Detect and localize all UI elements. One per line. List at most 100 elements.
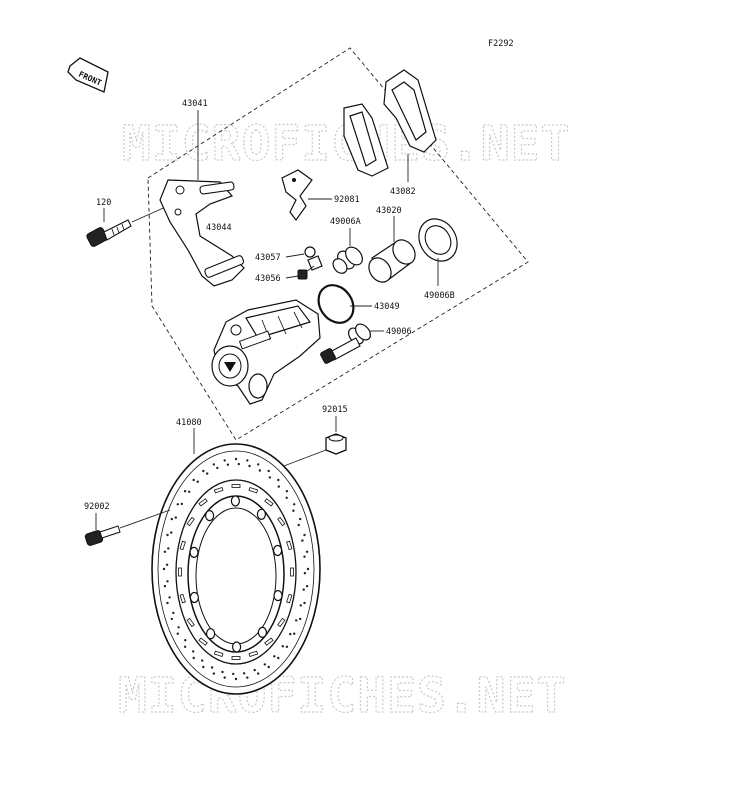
label-92002: 92002 [84, 502, 110, 512]
slide-pin [320, 337, 361, 364]
vent-slot [264, 498, 274, 507]
vent-hole [302, 588, 305, 591]
vent-slot [198, 637, 208, 646]
vent-hole [167, 547, 170, 550]
vent-hole [212, 672, 215, 675]
vent-hole [295, 619, 298, 622]
vent-hole [257, 463, 260, 466]
vent-hole [299, 604, 302, 607]
vent-hole [162, 567, 166, 571]
vent-hole [221, 670, 224, 674]
vent-hole [258, 469, 262, 472]
vent-hole [305, 585, 309, 588]
mount-hole [205, 509, 215, 522]
vent-hole [184, 639, 187, 642]
vent-hole [299, 617, 302, 621]
label-49006: 49006 [386, 327, 412, 337]
vent-hole [192, 656, 195, 660]
boot-49006a [332, 246, 363, 274]
vent-hole [174, 516, 177, 519]
label-43049: 43049 [374, 302, 400, 312]
vent-hole [273, 655, 276, 658]
vent-hole [285, 490, 289, 493]
vent-slot [179, 540, 186, 551]
vent-slot [231, 484, 241, 488]
vent-hole [172, 611, 175, 615]
mount-hole [189, 591, 199, 604]
label-92015: 92015 [322, 405, 348, 415]
vent-slot [231, 656, 241, 660]
vent-hole [305, 550, 309, 553]
vent-hole [196, 480, 199, 483]
label-92081: 92081 [334, 195, 360, 205]
vent-hole [201, 659, 204, 662]
label-43044: 43044 [206, 223, 232, 233]
brake-disc-41080 [151, 443, 321, 695]
vent-hole [234, 457, 238, 461]
vent-hole [176, 632, 179, 635]
vent-hole [277, 656, 280, 660]
vent-hole [257, 672, 260, 675]
front-arrow-icon: FRONT [67, 57, 109, 93]
mount-hole [230, 495, 240, 507]
label-49006b: 49006B [424, 291, 455, 301]
vent-hole [166, 601, 169, 605]
nut-92015-icon [325, 433, 347, 455]
vent-hole [163, 585, 167, 588]
vent-hole [216, 466, 219, 470]
vent-hole [299, 517, 302, 521]
vent-hole [163, 550, 167, 553]
vent-hole [293, 503, 296, 506]
pad-spring-92081 [281, 169, 313, 222]
brake-pads-43082 [343, 69, 437, 177]
vent-hole [303, 601, 306, 605]
vent-hole [166, 580, 169, 583]
mount-hole [256, 508, 266, 520]
bleeder-valve-43056 [297, 265, 315, 280]
vent-hole [285, 645, 289, 648]
vent-slot [198, 498, 208, 507]
vent-hole [176, 503, 179, 506]
vent-hole [188, 490, 191, 493]
vent-hole [297, 523, 300, 527]
vent-hole [301, 539, 304, 542]
label-43057: 43057 [255, 253, 281, 263]
vent-hole [170, 517, 173, 521]
vent-hole [246, 676, 249, 679]
disc-mount-holes [189, 495, 283, 653]
caliper-assembly-boundary [147, 47, 529, 441]
mount-hole [232, 641, 242, 653]
mount-hole [206, 628, 216, 640]
vent-slot [186, 617, 195, 628]
label-43020: 43020 [376, 206, 402, 216]
vent-hole [253, 668, 256, 672]
vent-slot [213, 650, 224, 657]
vent-hole [168, 596, 171, 599]
caliper-bracket-43044 [159, 179, 245, 287]
vent-slot [290, 567, 294, 577]
vent-hole [170, 617, 173, 621]
vent-hole [303, 555, 306, 558]
vent-hole [210, 666, 214, 669]
vent-hole [232, 672, 235, 676]
label-49006a: 49006A [330, 217, 361, 227]
vent-hole [281, 645, 284, 648]
vent-hole [183, 645, 187, 648]
mount-hole [257, 626, 267, 639]
vent-hole [212, 463, 215, 466]
vent-slot [248, 487, 259, 494]
vent-slot [277, 617, 286, 628]
vent-slot [248, 650, 259, 657]
vent-hole [277, 478, 280, 482]
vent-hole [267, 469, 270, 473]
seal-ring-49006b [418, 218, 458, 262]
vent-slot [277, 516, 286, 527]
vent-hole [237, 462, 240, 466]
vent-hole [293, 632, 296, 635]
label-43082: 43082 [390, 187, 416, 197]
mount-hole [273, 589, 283, 602]
piston-43020 [368, 239, 416, 283]
vent-hole [242, 672, 246, 675]
vent-hole [170, 531, 173, 534]
